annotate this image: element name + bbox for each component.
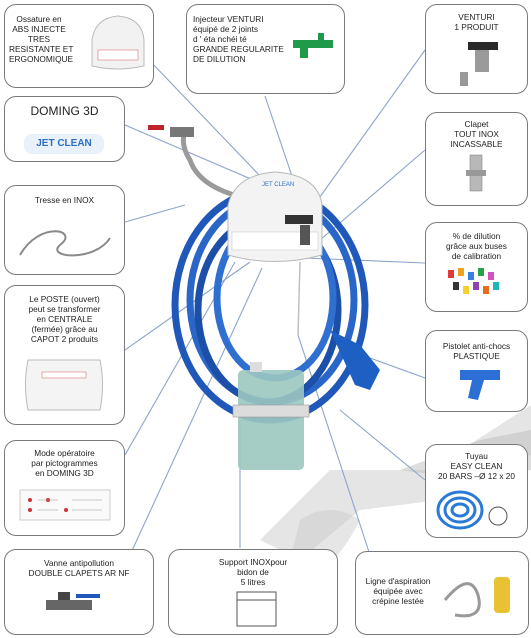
leader-line (339, 409, 426, 481)
injecteur-callout (186, 4, 345, 94)
dilution-callout (425, 222, 528, 312)
leader-line (124, 124, 266, 186)
support-callout (168, 549, 338, 635)
tresse-label: Tresse en INOX (34, 195, 95, 205)
leader-line (124, 204, 186, 223)
svg-text:JET CLEAN: JET CLEAN (262, 182, 294, 188)
tresse-callout (4, 185, 125, 275)
leader-line (311, 49, 426, 209)
vanne-callout (4, 549, 154, 635)
doming-logo: JET CLEAN (24, 134, 104, 154)
leader-line (129, 267, 263, 556)
doming-label: DOMING 3D (30, 104, 99, 118)
leader-line (297, 334, 371, 556)
leader-line (148, 59, 263, 179)
leader-line (369, 357, 426, 379)
